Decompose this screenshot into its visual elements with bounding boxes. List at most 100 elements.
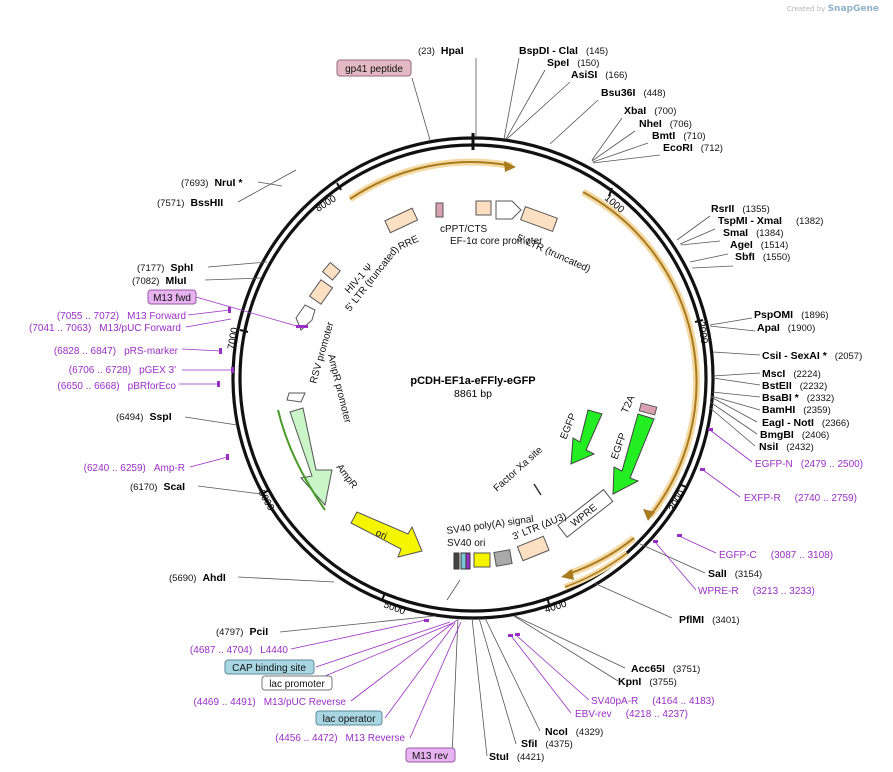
svg-text:(23)HpaI: (23)HpaI <box>418 45 464 57</box>
svg-text:(6494)SspI: (6494)SspI <box>116 411 172 423</box>
ltr3-box <box>516 535 550 562</box>
sv40ori-box <box>473 552 491 568</box>
ltr5-box <box>308 279 334 305</box>
ruler-tick-8000 <box>336 182 342 191</box>
site-asisi-pos: (166) <box>605 70 627 81</box>
primer-m13-puc-forward-text: M13/pUC Forward <box>99 323 181 334</box>
site-kpni-pos: (3755) <box>649 677 676 688</box>
svg-text:EBV-rev(4218 .. 4237): EBV-rev(4218 .. 4237) <box>575 709 688 720</box>
site-bsabi-pos: (2332) <box>807 393 834 404</box>
site-sspi-pos: (6494) <box>116 412 143 423</box>
site-scai-pos: (6170) <box>130 482 157 493</box>
label-rre: RRE <box>397 234 421 253</box>
lacprom-box <box>261 675 333 691</box>
site-pflmi-name: PflMI <box>679 614 704 626</box>
svg-text:BsaBI *(2332): BsaBI * (2332) <box>762 392 834 404</box>
site-mlui-name: MluI <box>165 275 186 287</box>
svg-text:StuI(4421): StuI(4421) <box>489 751 544 763</box>
svg-text:Bsu36I(448): Bsu36I (448) <box>601 87 666 99</box>
site-pcii-name: PciI <box>249 626 268 638</box>
svg-text:BstEII(2232): BstEII(2232) <box>762 380 827 392</box>
svg-text:(5690)AhdI: (5690)AhdI <box>169 572 226 584</box>
leader-lines <box>184 57 761 757</box>
svg-text:CsiI - SexAI *(2057): CsiI - SexAI *(2057) <box>762 350 862 362</box>
restriction-sites-right: (23)HpaI BspDI - ClaI(145) SpeI(150) Asi… <box>418 45 862 763</box>
m13rev-label: M13 rev <box>412 751 448 762</box>
svg-text:NsiI(2432): NsiI(2432) <box>759 441 814 453</box>
site-drui-pos: (7693) <box>181 178 208 189</box>
primer-m13-puc-reverse-range: (4469 .. 4491) <box>193 697 255 708</box>
site-csii-sexai-name: CsiI - SexAI * <box>762 350 828 362</box>
site-pcii-pos: (4797) <box>216 627 243 638</box>
svg-text:PspOMI(1896): PspOMI(1896) <box>754 309 829 321</box>
primer-m13-forward-text: M13 Forward <box>127 311 186 322</box>
primer-exfp-r-range: (2740 .. 2759) <box>795 493 857 504</box>
ruler-tick-7000 <box>239 329 249 333</box>
site-bsteii-name: BstEII <box>762 380 792 392</box>
plasmid-length: 8861 bp <box>454 388 492 400</box>
cppt-box <box>435 202 444 218</box>
primer-prs-marker-range: (6828 .. 6847) <box>54 346 116 357</box>
rsv-arrow <box>295 304 316 331</box>
ampr-arrow <box>289 407 333 507</box>
lacop-box <box>315 710 383 726</box>
site-acc65i-pos: (3751) <box>673 664 700 675</box>
primer-sv40pa-r-range: (4164 .. 4183) <box>652 696 714 707</box>
site-bmti-pos: (710) <box>683 131 705 142</box>
site-ecori-pos: (712) <box>701 143 723 154</box>
site-xbai-pos: (700) <box>654 106 676 117</box>
site-ahdi-pos: (5690) <box>169 573 196 584</box>
egfp-inner-arrow <box>570 409 603 465</box>
snapgene-logo: SnapGene <box>827 4 879 14</box>
primer-pbrforeco-range: (6650 .. 6668) <box>57 381 119 392</box>
primer-pgex-3-text: pGEX 3' <box>139 365 176 376</box>
wpre-box <box>557 488 614 538</box>
svg-text:EGFP-N(2479 .. 2500): EGFP-N(2479 .. 2500) <box>755 459 863 470</box>
primer-m13-reverse-text: M13 Reverse <box>346 733 406 744</box>
gp41-box <box>336 59 412 77</box>
site-spei-name: SpeI <box>547 57 569 69</box>
ruler-tick-6000 <box>261 489 270 495</box>
site-nhei-pos: (706) <box>670 119 692 130</box>
site-bsu36i-pos: (448) <box>643 88 665 99</box>
svg-text:SalI(3154): SalI(3154) <box>708 568 762 580</box>
site-pflmi-pos: (3401) <box>712 615 739 626</box>
svg-text:EGFP-C(3087 .. 3108): EGFP-C(3087 .. 3108) <box>719 550 833 561</box>
site-sbfi-pos: (1550) <box>763 252 790 263</box>
site-msci-name: MscI <box>762 368 785 380</box>
m13fwd-box <box>147 289 197 305</box>
primer-amp-r-range: (6240 .. 6259) <box>84 463 146 474</box>
site-bsabi-name: BsaBI * <box>762 392 800 404</box>
site-eagi-noti-name: EagI - NotI <box>762 417 814 429</box>
svg-text:(7571)BssHII: (7571)BssHII <box>157 197 223 209</box>
svg-text:SpeI(150): SpeI(150) <box>547 57 599 69</box>
svg-text:BmgBI(2406): BmgBI(2406) <box>760 429 829 441</box>
boxed-labels: gp41 peptide M13 fwd CAP binding site la… <box>147 59 456 763</box>
label-xa: Factor Xa site <box>492 444 546 494</box>
site-stui-name: StuI <box>489 751 509 763</box>
site-bamhi-name: BamHI <box>762 404 795 416</box>
plasmid-name: pCDH-EF1a-eFFly-eGFP <box>410 375 535 387</box>
label-sv40ori: SV40 ori <box>447 538 485 549</box>
primer-m13-reverse-range: (4456 .. 4472) <box>275 733 337 744</box>
site-bmgbi-name: BmgBI <box>760 429 794 441</box>
primer-m13-forward-range: (7055 .. 7072) <box>57 311 119 322</box>
site-rsrii-pos: (1355) <box>742 204 769 215</box>
primer-leader-lines <box>179 296 753 739</box>
label-ltr5t: 5' LTR (truncated) <box>515 233 592 275</box>
primer-l4440: (4687 .. 4704)L4440 <box>190 645 289 656</box>
svg-text:(7177)SphI: (7177)SphI <box>137 262 193 274</box>
site-acc65i-name: Acc65I <box>631 663 665 675</box>
primer-m13-puc-reverse: (4469 .. 4491)M13/pUC Reverse <box>193 697 346 708</box>
cap-bar <box>453 552 460 570</box>
svg-text:(7693)NruI *: (7693)NruI * <box>181 177 243 189</box>
site-agei-name: AgeI <box>730 239 753 251</box>
site-xbai-name: XbaI <box>624 105 646 117</box>
m13fwd-label: M13 fwd <box>153 293 191 304</box>
site-sali-pos: (3154) <box>735 569 762 580</box>
site-bsu36i-name: Bsu36I <box>601 87 636 99</box>
site-pspomi-name: PspOMI <box>754 309 793 321</box>
lacop-label: lac operator <box>323 714 376 725</box>
primer-m13-puc-forward-range: (7041 .. 7063) <box>29 323 91 334</box>
primer-egfp-c-range: (3087 .. 3108) <box>771 550 833 561</box>
